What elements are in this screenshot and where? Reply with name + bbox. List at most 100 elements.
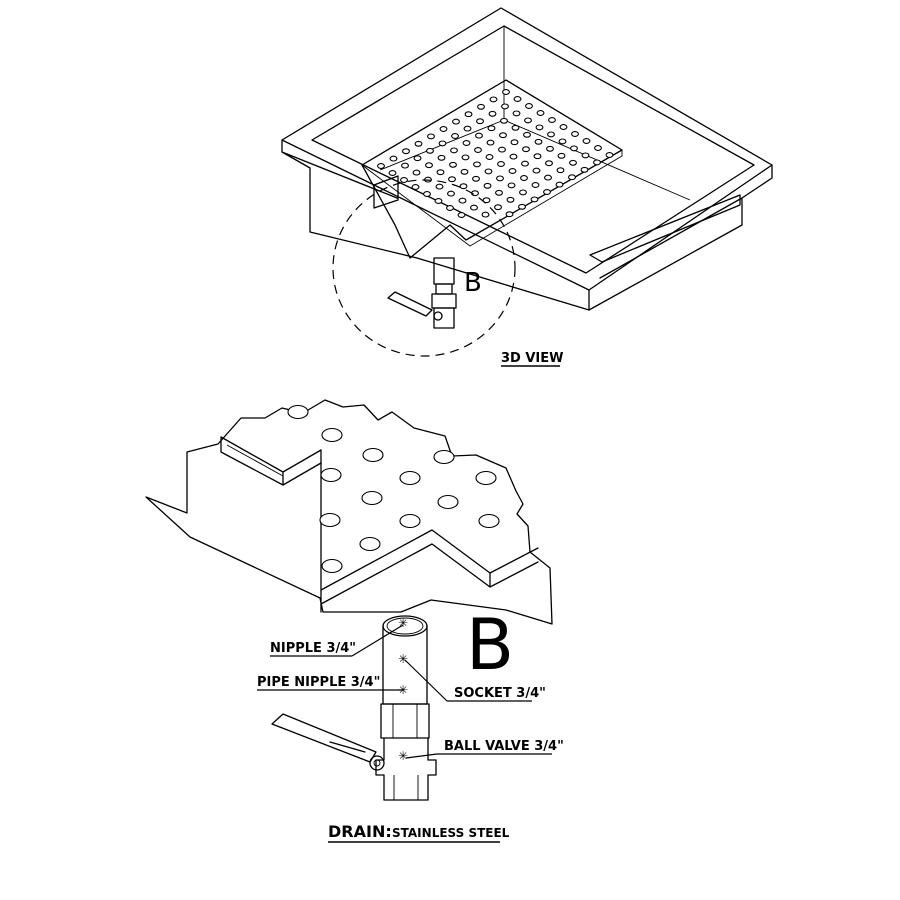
label-nipple: NIPPLE 3/4" bbox=[270, 641, 356, 656]
perforation-hole bbox=[362, 447, 384, 463]
perforation-hole bbox=[557, 152, 566, 159]
perforation-holes-detail bbox=[287, 404, 500, 574]
perforation-hole bbox=[545, 160, 553, 167]
perforation-hole bbox=[399, 513, 421, 529]
perforation-hole bbox=[518, 203, 526, 210]
detail-circle bbox=[332, 179, 516, 357]
perforation-hole bbox=[477, 103, 485, 110]
perforation-hole bbox=[472, 175, 480, 182]
perforation-hole bbox=[359, 536, 381, 552]
perforation-hole bbox=[513, 96, 522, 102]
perforation-hole bbox=[489, 96, 498, 103]
perforation-hole bbox=[436, 169, 445, 176]
perforation-hole bbox=[426, 147, 434, 154]
perforation-hole bbox=[402, 148, 410, 155]
perforation-hole bbox=[486, 139, 495, 146]
perforation-hole bbox=[505, 211, 514, 218]
view-title: 3D VIEW bbox=[501, 351, 563, 366]
perforation-hole bbox=[510, 139, 519, 146]
perforation-hole bbox=[535, 124, 544, 131]
perforation-hole bbox=[531, 182, 540, 188]
perforation-hole bbox=[464, 111, 473, 118]
perforation-hole bbox=[439, 126, 448, 132]
perforation-hole bbox=[423, 191, 431, 197]
caption-main: DRAIN: bbox=[328, 822, 392, 841]
caption-sub: STAINLESS STEEL bbox=[392, 826, 510, 840]
perforation-hole bbox=[460, 168, 469, 175]
perforation-hole bbox=[461, 154, 470, 161]
perforation-hole bbox=[581, 152, 590, 159]
perforation-hole bbox=[593, 159, 601, 166]
perforation-hole bbox=[434, 198, 443, 204]
perforation-hole bbox=[321, 558, 343, 574]
label-pipe-nipple: PIPE NIPPLE 3/4" bbox=[257, 675, 380, 690]
perforation-hole bbox=[508, 168, 517, 174]
perforation-hole bbox=[451, 133, 459, 139]
perforation-hole bbox=[463, 125, 472, 132]
perforation-hole bbox=[556, 167, 565, 174]
perforation-hole bbox=[605, 152, 614, 158]
perforation-hole bbox=[447, 190, 455, 197]
perforation-hole bbox=[498, 146, 506, 153]
svg-text:✳: ✳ bbox=[398, 749, 408, 763]
perforation-hole bbox=[496, 175, 504, 182]
perforation-hole bbox=[544, 174, 552, 181]
perforation-hole bbox=[507, 182, 516, 189]
perforation-hole bbox=[536, 110, 545, 116]
perforation-hole bbox=[437, 494, 459, 510]
perforation-hole bbox=[495, 189, 503, 196]
perforation-hole bbox=[319, 512, 341, 528]
perforation-hole bbox=[450, 147, 458, 154]
perforation-hole bbox=[475, 470, 497, 486]
perforation-hole bbox=[500, 117, 508, 124]
perforation-hole bbox=[523, 131, 531, 138]
perforation-hole bbox=[389, 155, 398, 162]
perforation-hole bbox=[413, 155, 422, 162]
perforation-hole bbox=[474, 147, 482, 153]
perforation-hole bbox=[478, 513, 500, 529]
perforation-hole bbox=[361, 490, 383, 506]
perforation-hole bbox=[481, 211, 490, 218]
svg-text:✳: ✳ bbox=[398, 616, 408, 630]
perforation-hole bbox=[476, 118, 484, 125]
perforation-hole bbox=[569, 159, 577, 166]
drain-fitting-assembly: ✳ ✳ ✳ ✳ bbox=[271, 615, 437, 801]
perforation-hole bbox=[377, 163, 385, 169]
perforation-hole bbox=[484, 168, 493, 175]
perforation-hole bbox=[438, 140, 447, 147]
valve-3d-small bbox=[387, 257, 457, 329]
detail-title: B bbox=[466, 604, 514, 686]
perforation-hole bbox=[548, 117, 556, 123]
perforation-hole bbox=[412, 169, 421, 176]
perforation-hole bbox=[435, 183, 444, 190]
perforation-hole bbox=[485, 154, 494, 160]
perforation-hole bbox=[546, 145, 554, 152]
svg-text:✳: ✳ bbox=[398, 652, 408, 666]
label-socket: SOCKET 3/4" bbox=[454, 686, 546, 701]
perforation-hole bbox=[462, 140, 471, 146]
perforation-hole bbox=[568, 174, 576, 181]
perforation-hole bbox=[425, 162, 433, 169]
perforation-hole bbox=[483, 182, 492, 189]
perforation-hole bbox=[459, 183, 468, 190]
svg-text:✳: ✳ bbox=[398, 683, 408, 697]
perforation-hole bbox=[525, 103, 533, 109]
perforation-hole bbox=[473, 161, 481, 168]
detail-b-view: ✳ ✳ ✳ ✳ B NIPPLE 3/4" PIPE NIPPLE 3/4" S… bbox=[145, 399, 564, 843]
perforation-hole bbox=[509, 153, 518, 160]
perforation-hole bbox=[433, 449, 455, 465]
perforation-hole bbox=[571, 131, 579, 137]
perforation-hole bbox=[543, 189, 551, 195]
perforation-hole bbox=[475, 132, 483, 139]
perforation-hole bbox=[470, 204, 478, 211]
perforation-hole bbox=[449, 161, 457, 168]
perforation-hole bbox=[488, 110, 497, 117]
callout-socket: SOCKET 3/4" bbox=[404, 659, 546, 702]
perforation-hole bbox=[511, 124, 520, 131]
perforation-hole bbox=[582, 138, 591, 144]
perforation-hole bbox=[530, 196, 539, 203]
label-ball-valve: BALL VALVE 3/4" bbox=[444, 739, 564, 754]
perforation-hole bbox=[458, 197, 467, 204]
perforation-hole bbox=[519, 189, 527, 196]
perforation-hole bbox=[555, 181, 564, 188]
